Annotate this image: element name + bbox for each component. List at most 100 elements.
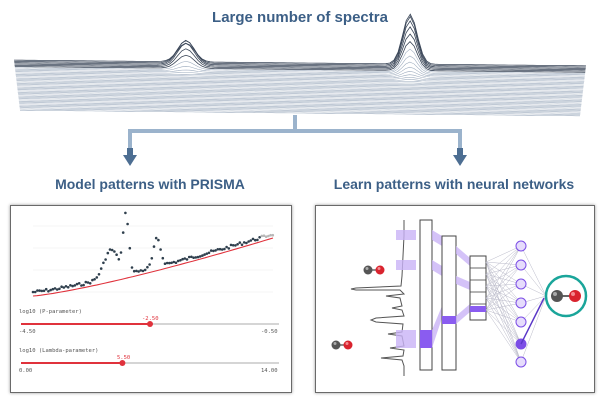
data-point (236, 243, 239, 246)
data-point (269, 233, 272, 237)
slider2-min: 0.00 (19, 368, 33, 374)
data-point (209, 249, 213, 252)
data-point (91, 278, 94, 282)
neural-network-diagram (331, 219, 588, 376)
spectrum-line (19, 108, 581, 115)
spectrum-line (17, 88, 583, 95)
data-point (172, 260, 176, 264)
data-point (194, 256, 198, 259)
spectrum-line (17, 85, 583, 92)
spectrum-line (16, 80, 584, 87)
data-point (130, 266, 134, 269)
spectrum-line (19, 104, 581, 111)
data-point (216, 248, 220, 251)
data-point (97, 273, 101, 276)
slider2-value: 5.50 (117, 355, 131, 361)
data-point (150, 257, 154, 260)
slider2-handle[interactable] (119, 360, 126, 366)
spectrum-line (18, 94, 582, 101)
arrow-down-icon (123, 148, 137, 166)
neural-network-panel (315, 205, 595, 393)
data-point (214, 249, 217, 252)
data-point (148, 263, 151, 266)
data-point (135, 269, 138, 273)
data-point (159, 248, 162, 251)
data-point (256, 238, 259, 242)
data-point (146, 265, 149, 269)
spectrum-line (15, 76, 584, 83)
data-point (75, 282, 79, 286)
data-point (203, 253, 206, 256)
data-point (258, 236, 261, 239)
data-point (212, 249, 215, 253)
data-point (58, 287, 61, 291)
left-panel-title: Model patterns with PRISMA (55, 176, 245, 192)
data-point (33, 290, 37, 294)
data-point (157, 238, 160, 242)
spectrum-line (14, 33, 586, 72)
output-neurons (515, 240, 527, 368)
waterfall-spectra (13, 13, 587, 117)
data-point (185, 258, 189, 261)
spectrum-line (19, 107, 581, 114)
data-point (176, 259, 180, 263)
data-point (152, 245, 156, 248)
arrow-down-icon (453, 148, 467, 166)
slider1-handle[interactable] (147, 321, 153, 327)
data-point (234, 244, 237, 247)
co-molecule-icon (363, 265, 385, 275)
slider1-max: -0.50 (261, 329, 278, 335)
data-point (187, 255, 191, 259)
spectrum-line (18, 97, 582, 104)
data-point (165, 261, 169, 265)
spectrum-line (15, 75, 585, 82)
data-point (31, 290, 35, 294)
data-point (110, 248, 114, 252)
spectrum-line (15, 71, 585, 79)
data-point (179, 259, 182, 262)
spectrum-line (18, 99, 582, 106)
output-neuron (515, 356, 527, 368)
top-title: Large number of spectra (212, 9, 388, 26)
spectrum-line (14, 15, 586, 68)
output-neuron (515, 316, 527, 328)
spectrum-line (15, 74, 585, 81)
hidden-layer-2-active (470, 306, 486, 312)
data-point (126, 222, 129, 226)
co-molecule-icon (551, 290, 581, 302)
spectrum-line (14, 48, 586, 74)
data-point (170, 261, 173, 265)
input-band (396, 260, 416, 270)
spectrum-line (18, 95, 582, 102)
data-point (240, 243, 244, 246)
data-point (242, 241, 246, 244)
data-point (161, 256, 165, 260)
data-point (231, 244, 235, 247)
spectrum-line (16, 77, 584, 85)
spectrum-line (18, 100, 582, 108)
spectrum-line (19, 102, 581, 109)
input-layer-active (420, 330, 432, 348)
data-point (51, 287, 55, 291)
data-point (119, 251, 123, 254)
data-point (139, 269, 143, 272)
input-spectrum (350, 220, 406, 376)
slider2-label: log10 (Lambda-parameter) (19, 348, 99, 354)
data-point (77, 282, 81, 285)
data-point (38, 289, 41, 292)
data-point (86, 281, 90, 284)
data-point (64, 285, 68, 288)
data-point (227, 247, 231, 250)
data-point (99, 267, 103, 270)
spectrum-line (13, 13, 587, 67)
data-point (218, 247, 222, 251)
data-point (207, 251, 211, 255)
data-point (108, 248, 112, 251)
data-point (104, 258, 107, 261)
spectrum-line (17, 90, 583, 97)
input-band (396, 230, 416, 240)
data-point (143, 268, 147, 272)
spectrum-line (19, 106, 581, 113)
data-point (106, 251, 110, 255)
spectrum-line (15, 55, 585, 76)
